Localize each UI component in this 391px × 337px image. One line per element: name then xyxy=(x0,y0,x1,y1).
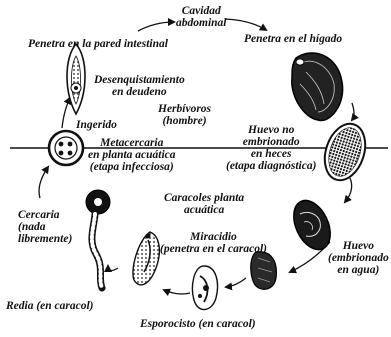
label-line: en heces xyxy=(226,148,316,160)
label-line: (nada xyxy=(18,221,72,233)
label-line: acuática xyxy=(164,204,244,216)
arrow-cercaria-to-metacercaria xyxy=(39,167,48,198)
label-penetra-pared: Penetra en la pared intestinal xyxy=(28,38,168,50)
label-line: Huevo xyxy=(328,240,389,252)
label-huevo-no-embrionado: Huevo no embrionado en heces (etapa diag… xyxy=(226,124,316,172)
label-line: Cercaria xyxy=(18,209,72,221)
miracidium-figure xyxy=(251,252,277,289)
label-line: Ingerido xyxy=(76,119,117,131)
label-line: Caracoles planta xyxy=(164,192,244,204)
unembryonated-egg-figure xyxy=(318,119,372,186)
label-line: Esporocisto (en caracol) xyxy=(140,318,256,330)
adult-fluke-figure xyxy=(292,53,343,121)
label-line: libremente) xyxy=(18,233,72,245)
label-desenquistamiento: Desenquistamiento en deudeno xyxy=(94,74,185,98)
cercaria-figure xyxy=(86,190,110,288)
label-line: (etapa diagnóstica) xyxy=(226,160,316,172)
label-esporocisto: Esporocisto (en caracol) xyxy=(140,318,256,330)
label-line: (penetra en el caracol) xyxy=(160,243,267,255)
label-herbivoros: Herbívoros (hombre) xyxy=(158,103,211,127)
label-line: Redia (en caracol) xyxy=(6,300,94,312)
arrow-cavity-to-liver xyxy=(225,19,266,30)
label-line: (embrionado xyxy=(328,252,389,264)
label-line: en deudeno xyxy=(94,86,185,98)
label-line: embrionado xyxy=(226,136,316,148)
label-line: (etapa infecciosa) xyxy=(88,161,176,173)
arrow-intestine-to-cavity xyxy=(138,22,174,31)
label-cercaria: Cercaria (nada libremente) xyxy=(18,209,72,245)
label-line: Herbívoros xyxy=(158,103,211,115)
sporocyst-figure xyxy=(192,266,217,310)
redia-figure xyxy=(133,232,159,285)
label-line: abdominal xyxy=(176,17,226,29)
label-line: Miracidio xyxy=(160,231,267,243)
arrow-metacercaria-to-excystation xyxy=(62,98,70,128)
label-line: Penetra en el hígado xyxy=(244,33,342,45)
arrow-miracidium-to-sporocyst xyxy=(226,278,246,287)
label-ingerido: Ingerido xyxy=(76,119,117,131)
label-huevo-embrionado: Huevo (embrionado en agua) xyxy=(328,240,389,276)
metacercaria-cyst-figure xyxy=(49,131,83,165)
label-cavidad-abdominal: Cavidad abdominal xyxy=(176,5,226,29)
label-caracoles-planta: Caracoles planta acuática xyxy=(164,192,244,216)
label-line: Huevo no xyxy=(226,124,316,136)
arrow-sporocyst-to-redia xyxy=(164,290,190,294)
arrow-redia-to-cercaria xyxy=(108,266,118,271)
label-line: Cavidad xyxy=(176,5,226,17)
label-line: en planta acuática xyxy=(88,149,176,161)
arrow-feces-to-water xyxy=(345,178,352,202)
label-redia: Redia (en caracol) xyxy=(6,300,94,312)
label-line: Desenquistamiento xyxy=(94,74,185,86)
label-line: en agua) xyxy=(328,264,389,276)
excysted-juvenile-figure xyxy=(67,44,85,114)
label-line: Penetra en la pared intestinal xyxy=(28,38,168,50)
label-line: Metacercaria xyxy=(88,137,176,149)
label-line: (hombre) xyxy=(158,115,211,127)
label-miracidio: Miracidio (penetra en el caracol) xyxy=(160,231,267,255)
arrow-liver-to-feces xyxy=(352,103,354,120)
label-metacercaria: Metacercaria en planta acuática (etapa i… xyxy=(88,137,176,173)
label-penetra-higado: Penetra en el hígado xyxy=(244,33,342,45)
